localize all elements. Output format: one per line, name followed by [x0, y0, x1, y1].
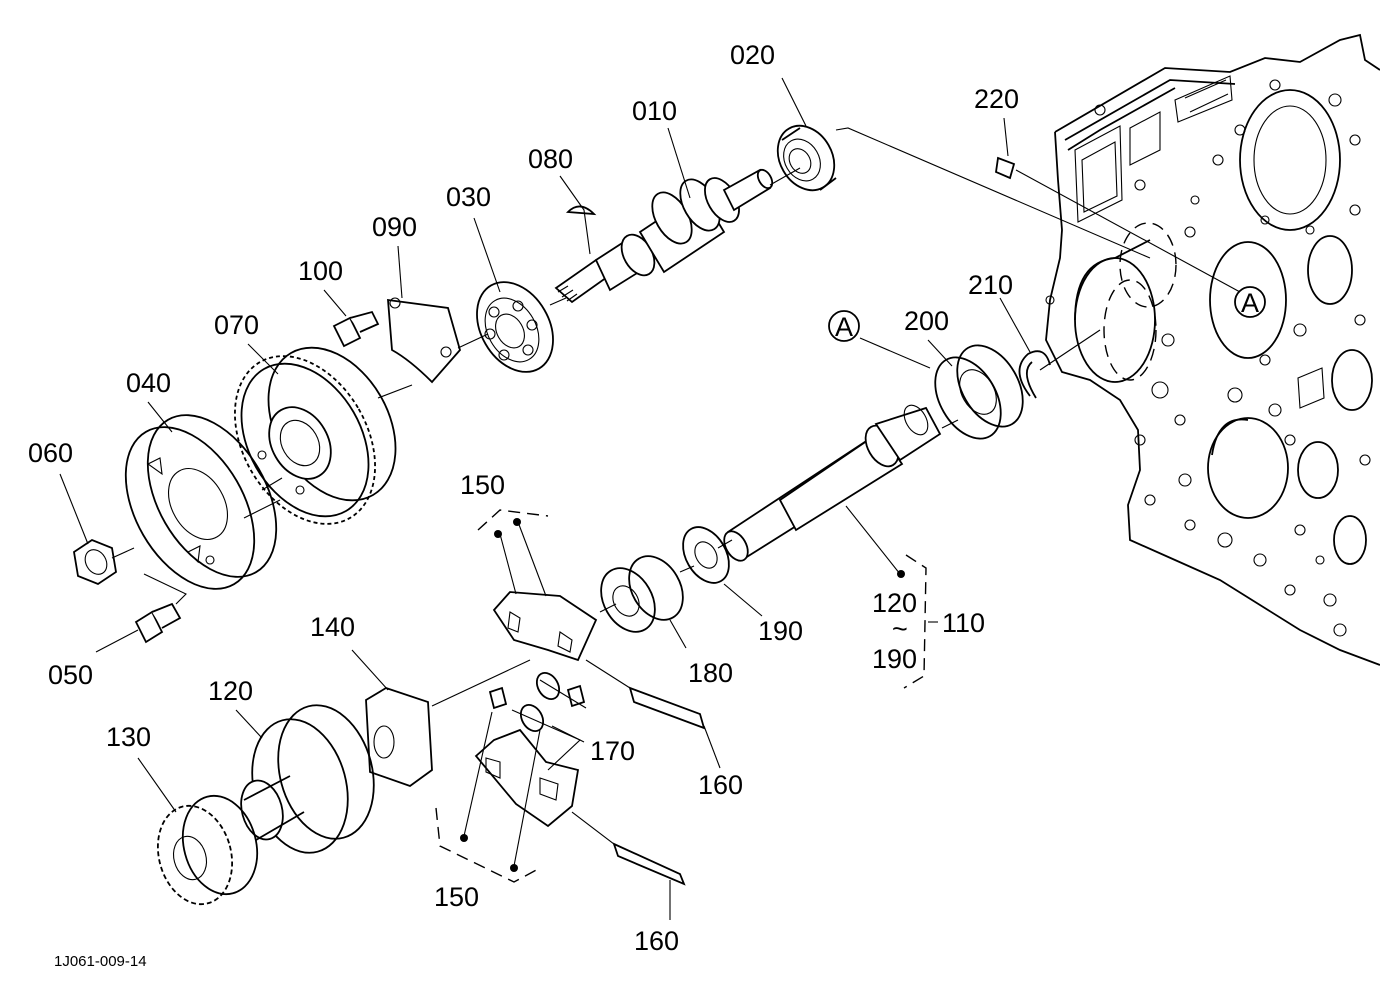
bolt-050 — [134, 602, 182, 644]
leader-lines — [59, 77, 1031, 920]
key-080 — [565, 205, 597, 216]
label-210: 210 — [968, 270, 1013, 300]
label-group-110: 110 — [942, 608, 985, 638]
label-080: 080 — [528, 144, 573, 174]
nut-060 — [73, 538, 117, 586]
label-090: 090 — [372, 212, 417, 242]
sleeve-180 — [600, 555, 684, 633]
part-labels: 010 020 030 040 050 060 070 080 090 100 … — [28, 40, 1019, 956]
flange-040 — [124, 414, 278, 590]
label-100: 100 — [298, 256, 343, 286]
label-130: 130 — [106, 722, 151, 752]
label-010: 010 — [632, 96, 677, 126]
label-040: 040 — [126, 368, 171, 398]
bolt-100 — [332, 310, 380, 348]
label-150-top: 150 — [460, 470, 505, 500]
gear-case-housing — [1045, 33, 1380, 666]
collar-170 — [488, 671, 586, 733]
label-range-end-190: 190 — [872, 644, 917, 674]
ball-bearing-030 — [476, 281, 554, 373]
holder-140 — [365, 687, 433, 788]
reference-marker-right: A — [1234, 286, 1266, 318]
ball-bearing-020 — [776, 124, 837, 192]
label-220: 220 — [974, 84, 1019, 114]
svg-text:A: A — [835, 312, 853, 342]
label-020: 020 — [730, 40, 775, 70]
label-170: 170 — [590, 736, 635, 766]
group-brackets — [435, 505, 938, 883]
label-range-tilde: ~ — [892, 614, 908, 644]
svg-text:A: A — [1241, 288, 1259, 318]
label-200: 200 — [904, 306, 949, 336]
label-160-bottom: 160 — [634, 926, 679, 956]
label-190: 190 — [758, 616, 803, 646]
gear-130 — [156, 794, 259, 906]
pin-160-bottom — [612, 842, 686, 886]
governor-shaft-110 — [723, 404, 942, 562]
figure-code: 1J061-009-14 — [54, 953, 147, 970]
governor-gear-120 — [240, 704, 375, 854]
governor-weight-150-top — [492, 591, 598, 662]
reference-marker-left: A — [828, 310, 860, 342]
camshaft-010 — [554, 168, 774, 304]
label-050: 050 — [48, 660, 93, 690]
label-180: 180 — [688, 658, 733, 688]
circlip-210 — [1018, 350, 1051, 399]
label-160-top: 160 — [698, 770, 743, 800]
label-030: 030 — [446, 182, 491, 212]
governor-weight-150-bottom — [474, 728, 580, 828]
cam-gear-070 — [234, 346, 397, 525]
label-120: 120 — [208, 676, 253, 706]
label-150-bottom: 150 — [434, 882, 479, 912]
label-070: 070 — [214, 310, 259, 340]
label-range-start-120: 120 — [872, 588, 917, 618]
bearing-stopper-090 — [387, 297, 461, 384]
stud-220 — [995, 156, 1016, 180]
label-140: 140 — [310, 612, 355, 642]
washer-190 — [682, 526, 730, 584]
label-060: 060 — [28, 438, 73, 468]
pin-160-top — [628, 686, 706, 730]
